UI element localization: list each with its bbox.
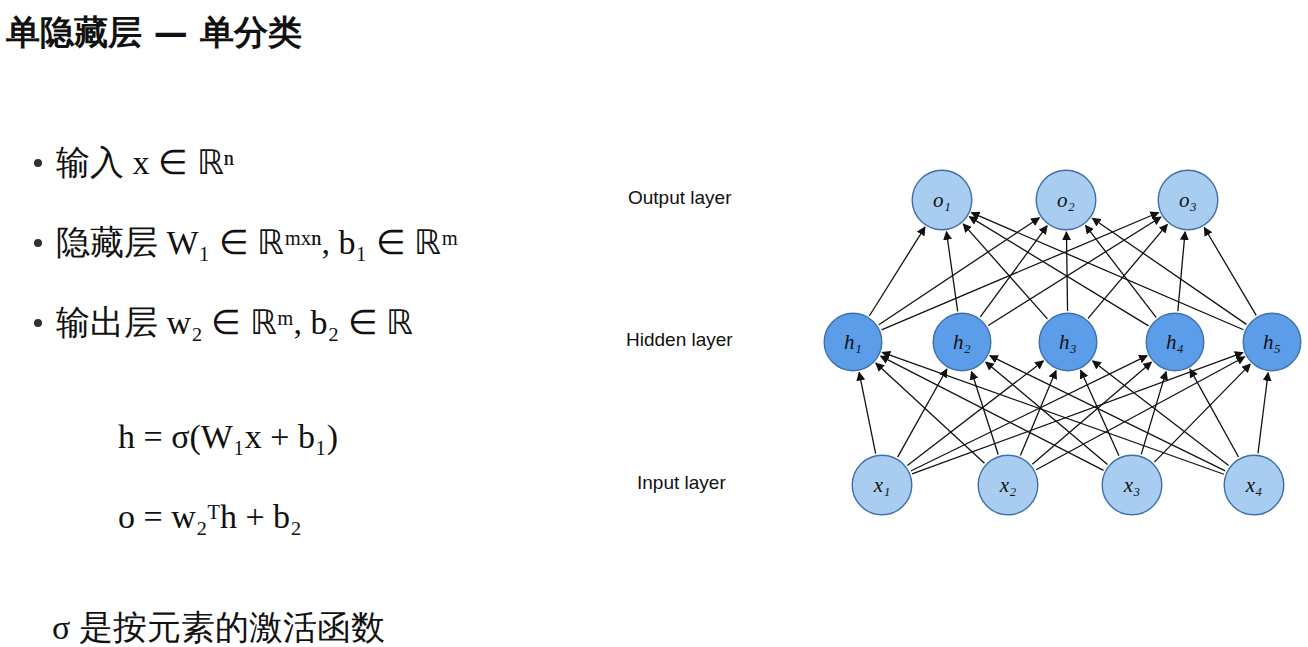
- weight-arrow: [869, 227, 925, 316]
- weight-arrow: [911, 356, 1147, 471]
- layer-label: Hidden layer: [626, 329, 733, 351]
- weight-arrow: [971, 372, 998, 455]
- neuron-label: o₃: [1157, 169, 1219, 231]
- neuron-shape: [1039, 313, 1097, 371]
- neuron-circle: o₃: [1157, 169, 1219, 231]
- neuron-shape: [1158, 170, 1218, 230]
- neuron-label: x₄: [1223, 454, 1285, 516]
- neuron-circle: h₄: [1145, 312, 1205, 372]
- neuron-shape: [852, 455, 912, 515]
- neuron-label: x₂: [977, 454, 1039, 516]
- weight-arrow: [1204, 228, 1256, 316]
- weight-arrow: [876, 363, 985, 463]
- neuron-shape: [1036, 170, 1096, 230]
- weight-arrow: [1036, 357, 1245, 470]
- weight-arrow: [1141, 372, 1166, 455]
- neuron-circle: x₂: [977, 454, 1039, 516]
- neuron-label: h₄: [1145, 312, 1205, 372]
- bullet-dot: [34, 159, 42, 167]
- weight-arrow: [1092, 218, 1246, 324]
- weight-arrow: [1178, 232, 1185, 311]
- note-text: σ 是按元素的激活函数: [52, 605, 385, 647]
- weight-arrow: [946, 232, 957, 312]
- neuron-label: h₂: [932, 312, 992, 372]
- weight-arrow: [969, 217, 1148, 326]
- weight-arrow: [898, 369, 947, 457]
- layer-label: Output layer: [628, 187, 732, 209]
- neuron-label: h₃: [1038, 312, 1098, 372]
- neuron-shape: [1102, 455, 1162, 515]
- weight-arrow: [986, 362, 1108, 464]
- neuron-shape: [933, 313, 991, 371]
- neuron-circle: o₁: [911, 169, 973, 231]
- weight-arrow: [1190, 369, 1239, 457]
- slide-title: 单隐藏层 — 单分类: [6, 10, 302, 56]
- weight-arrow: [1154, 364, 1250, 462]
- neuron-shape: [1224, 455, 1284, 515]
- weight-arrow: [971, 213, 1243, 330]
- neuron-label: o₂: [1035, 169, 1097, 231]
- neuron-circle: x₄: [1223, 454, 1285, 516]
- weight-arrow: [1081, 370, 1119, 455]
- neuron-label: h₁: [823, 312, 883, 372]
- neuron-circle: h₅: [1242, 312, 1302, 372]
- weight-arrow: [988, 217, 1161, 325]
- layer-label: Input layer: [637, 472, 726, 494]
- neuron-shape: [1146, 313, 1204, 371]
- weight-arrow: [859, 372, 875, 453]
- neuron-shape: [978, 455, 1038, 515]
- neuron-label: x₁: [851, 454, 913, 516]
- bullet-text: 隐藏层 W₁ ∈ ℝᵐˣⁿ, b₁ ∈ ℝᵐ: [56, 220, 458, 266]
- bullet-dot: [34, 239, 42, 247]
- neuron-label: x₃: [1101, 454, 1163, 516]
- formula: o = w₂ᵀh + b₂: [118, 498, 302, 536]
- neuron-shape: [1243, 313, 1301, 371]
- neuron-shape: [824, 313, 882, 371]
- bullet-text: 输入 x ∈ ℝⁿ: [56, 140, 234, 186]
- weight-arrow: [1032, 362, 1151, 464]
- bullet-dot: [34, 319, 42, 327]
- neuron-label: o₁: [911, 169, 973, 231]
- neuron-circle: h₁: [823, 312, 883, 372]
- weight-arrow: [1088, 224, 1167, 318]
- neuron-circle: x₃: [1101, 454, 1163, 516]
- neuron-circle: h₃: [1038, 312, 1098, 372]
- weight-arrow: [1258, 373, 1268, 453]
- bullet-text: 输出层 w₂ ∈ ℝᵐ, b₂ ∈ ℝ: [56, 300, 413, 346]
- weight-arrow: [1085, 225, 1156, 317]
- formula: h = σ(W₁x + b₁): [118, 418, 338, 456]
- weight-arrow: [881, 356, 1104, 470]
- weight-arrow: [980, 226, 1047, 317]
- neuron-label: h₅: [1242, 312, 1302, 372]
- neuron-circle: h₂: [932, 312, 992, 372]
- weight-arrow: [882, 212, 1159, 329]
- neuron-shape: [912, 170, 972, 230]
- weight-arrow: [1066, 232, 1067, 311]
- neuron-circle: o₂: [1035, 169, 1097, 231]
- neuron-circle: x₁: [851, 454, 913, 516]
- weight-arrow: [1093, 361, 1229, 466]
